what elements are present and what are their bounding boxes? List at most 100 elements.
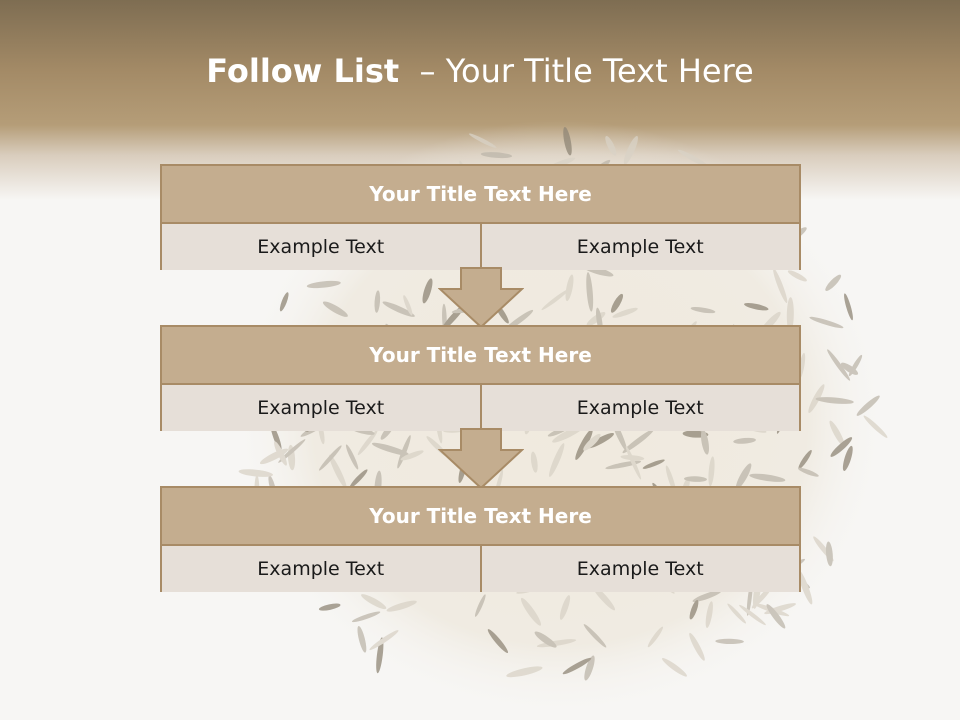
rice-grain (647, 626, 664, 648)
rice-grain (856, 395, 880, 416)
rice-grain (382, 301, 415, 317)
rice-grain (690, 307, 716, 314)
rice-grain (480, 152, 513, 159)
rice-grain (357, 430, 378, 456)
rice-grain (318, 603, 341, 611)
rice-grain (474, 594, 486, 617)
rice-grain (766, 604, 786, 629)
block-cell-left: Example Text (162, 224, 480, 270)
block-cell-left: Example Text (162, 385, 480, 431)
rice-grain (773, 268, 788, 304)
rice-grain (612, 307, 638, 318)
rice-grain (840, 362, 859, 375)
rice-grain (374, 290, 381, 313)
slide-title-bold: Follow List (206, 52, 400, 90)
block-row: Example Text Example Text (162, 224, 799, 270)
rice-grain (825, 541, 833, 567)
rice-grain (274, 441, 287, 466)
rice-grain (530, 451, 538, 473)
rice-grain (376, 637, 384, 674)
rice-grain (563, 126, 572, 156)
rice-grain (830, 437, 853, 457)
rice-grain (797, 569, 813, 605)
rice-grain (400, 450, 424, 461)
down-arrow-icon (438, 428, 524, 490)
rice-grain (345, 444, 359, 470)
rice-grain (238, 469, 274, 477)
rice-grain (403, 295, 413, 316)
block-title: Your Title Text Here (162, 488, 799, 546)
rice-grain (549, 443, 565, 477)
block-cell-right: Example Text (479, 546, 799, 592)
rice-grain (705, 601, 713, 629)
rice-grain (798, 449, 812, 470)
down-arrow-icon (438, 267, 524, 329)
rice-grain (684, 476, 707, 482)
rice-grain (786, 297, 794, 333)
rice-grain (825, 274, 842, 291)
rice-grain (689, 632, 705, 661)
rice-grain (622, 429, 654, 454)
rice-grain (575, 428, 593, 460)
rice-grain (586, 272, 594, 312)
rice-grain (565, 274, 574, 302)
rice-grain (708, 456, 715, 487)
rice-grain (863, 415, 888, 438)
follow-block-1: Your Title Text Here Example Text Exampl… (160, 164, 801, 270)
rice-grain (692, 590, 722, 602)
block-cell-right: Example Text (479, 385, 799, 431)
rice-grain (506, 666, 543, 678)
rice-grain (583, 433, 601, 451)
rice-grain (844, 293, 853, 321)
rice-grain (715, 638, 744, 645)
rice-grain (809, 316, 844, 329)
rice-grain (623, 135, 638, 165)
rice-grain (559, 595, 571, 620)
rice-grain (520, 597, 542, 626)
rice-grain (351, 611, 381, 623)
block-title: Your Title Text Here (162, 327, 799, 385)
rice-grain (733, 437, 756, 444)
rice-grain (361, 594, 387, 610)
rice-grain (735, 463, 752, 490)
rice-grain (798, 467, 819, 477)
rice-grain (487, 629, 509, 654)
rice-grain (534, 631, 557, 648)
follow-block-3: Your Title Text Here Example Text Exampl… (160, 486, 801, 592)
block-row: Example Text Example Text (162, 385, 799, 431)
rice-grain (322, 301, 348, 317)
rice-grain (468, 133, 497, 148)
rice-grain (318, 445, 342, 471)
rice-grain (386, 600, 417, 612)
block-cell-right: Example Text (479, 224, 799, 270)
rice-grain (371, 442, 410, 456)
rice-grain (605, 135, 617, 156)
block-row: Example Text Example Text (162, 546, 799, 592)
block-title: Your Title Text Here (162, 166, 799, 224)
rice-grain (562, 657, 592, 675)
rice-grain (279, 292, 289, 312)
rice-grain (625, 445, 642, 480)
rice-grain (827, 349, 851, 381)
rice-grain (689, 599, 699, 620)
rice-grain (642, 459, 665, 469)
rice-grain (610, 293, 624, 313)
rice-grain (749, 473, 786, 482)
rice-grain (357, 625, 367, 653)
rice-grain (329, 454, 347, 489)
rice-grain (541, 289, 570, 311)
rice-grain (829, 420, 845, 447)
block-cell-left: Example Text (162, 546, 480, 592)
rice-grain (677, 149, 710, 168)
rice-grain (787, 270, 807, 282)
rice-grain (584, 655, 595, 681)
follow-block-2: Your Title Text Here Example Text Exampl… (160, 325, 801, 431)
rice-grain (727, 603, 747, 624)
rice-grain (422, 278, 433, 304)
rice-grain (662, 658, 687, 677)
rice-grain (700, 429, 710, 455)
rice-grain (744, 302, 769, 311)
rice-grain (583, 624, 607, 648)
rice-grain (369, 630, 399, 651)
rice-grain (739, 604, 766, 626)
